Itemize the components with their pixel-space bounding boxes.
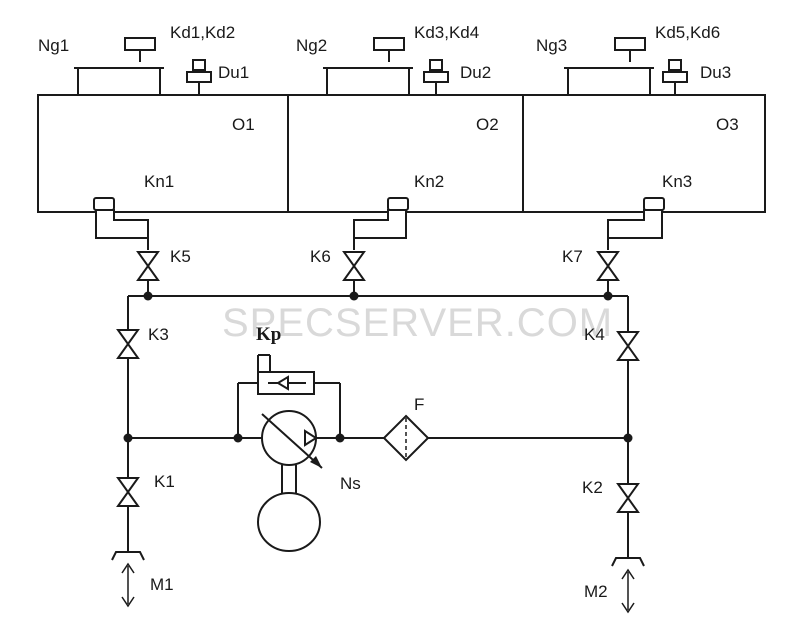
drain-valve-kn1 bbox=[93, 197, 149, 250]
label-ns: Ns bbox=[340, 474, 361, 493]
label-du1: Du1 bbox=[218, 63, 249, 82]
valve-kd-3-body bbox=[614, 37, 646, 51]
label-k1: K1 bbox=[154, 472, 175, 491]
port-m1: M1 bbox=[111, 551, 174, 608]
label-kn3: Kn3 bbox=[662, 172, 692, 191]
sensor-du-2-head bbox=[429, 59, 443, 71]
label-du3: Du3 bbox=[700, 63, 731, 82]
port-m2: M2 bbox=[584, 557, 645, 614]
label-kd3-kd4: Kd3,Kd4 bbox=[414, 23, 479, 42]
label-ng2: Ng2 bbox=[296, 36, 327, 55]
label-o1: O1 bbox=[232, 115, 255, 134]
label-kd1-kd2: Kd1,Kd2 bbox=[170, 23, 235, 42]
valve-k7: K7 bbox=[562, 247, 620, 296]
label-du2: Du2 bbox=[460, 63, 491, 82]
label-ng3: Ng3 bbox=[536, 36, 567, 55]
sensor-du-2-body bbox=[423, 71, 449, 83]
label-k2: K2 bbox=[582, 478, 603, 497]
label-kd5-kd6: Kd5,Kd6 bbox=[655, 23, 720, 42]
tank-block bbox=[37, 94, 766, 213]
drain-valve-kn2 bbox=[353, 197, 409, 250]
tank-1: Ng1 Kd1,Kd2 Du1 O1 Kn1 bbox=[38, 23, 255, 191]
filler-neck-3 bbox=[567, 67, 651, 96]
sensor-du-1-body bbox=[186, 71, 212, 83]
valve-k5: K5 bbox=[136, 247, 191, 296]
label-k7: K7 bbox=[562, 247, 583, 266]
valve-k3: K3 bbox=[116, 296, 169, 438]
label-k3: K3 bbox=[148, 325, 169, 344]
label-m2: M2 bbox=[584, 582, 608, 601]
label-k5: K5 bbox=[170, 247, 191, 266]
relief-valve-kp: Kp bbox=[237, 324, 341, 438]
label-kn2: Kn2 bbox=[414, 172, 444, 191]
pump-ns: Ns bbox=[257, 410, 361, 552]
tank-3: Ng3 Kd5,Kd6 Du3 O3 Kn3 bbox=[536, 23, 739, 191]
valve-kd-1-body bbox=[124, 37, 156, 51]
valve-kd-2-body bbox=[373, 37, 405, 51]
watermark: SPECSERVER.COM bbox=[222, 301, 613, 345]
label-m1: M1 bbox=[150, 575, 174, 594]
tank-2: Ng2 Kd3,Kd4 Du2 O2 Kn2 bbox=[296, 23, 499, 191]
drain-valve-kn3 bbox=[607, 197, 665, 250]
label-o3: O3 bbox=[716, 115, 739, 134]
sensor-du-3-body bbox=[662, 71, 688, 83]
lower-line bbox=[123, 433, 633, 443]
sensor-du-3-head bbox=[668, 59, 682, 71]
valve-k6: K6 bbox=[310, 247, 366, 296]
filler-neck-1 bbox=[77, 67, 161, 96]
sensor-du-1-head bbox=[192, 59, 206, 71]
label-f: F bbox=[414, 395, 424, 414]
valve-k2: K2 bbox=[582, 438, 640, 558]
valve-k1: K1 bbox=[116, 438, 175, 552]
label-kp: Kp bbox=[256, 324, 281, 345]
pump-outlet-triangle bbox=[304, 429, 318, 447]
pump-motor bbox=[257, 492, 321, 552]
label-k4: K4 bbox=[584, 325, 605, 344]
valve-k4: K4 bbox=[584, 296, 640, 440]
label-ng1: Ng1 bbox=[38, 36, 69, 55]
label-kn1: Kn1 bbox=[144, 172, 174, 191]
label-k6: K6 bbox=[310, 247, 331, 266]
pump-adjust-arrow bbox=[261, 413, 323, 469]
label-o2: O2 bbox=[476, 115, 499, 134]
upper-manifold bbox=[128, 291, 628, 301]
filter-f: F bbox=[382, 395, 430, 462]
filler-neck-2 bbox=[326, 67, 410, 96]
tank-outline bbox=[37, 94, 766, 213]
